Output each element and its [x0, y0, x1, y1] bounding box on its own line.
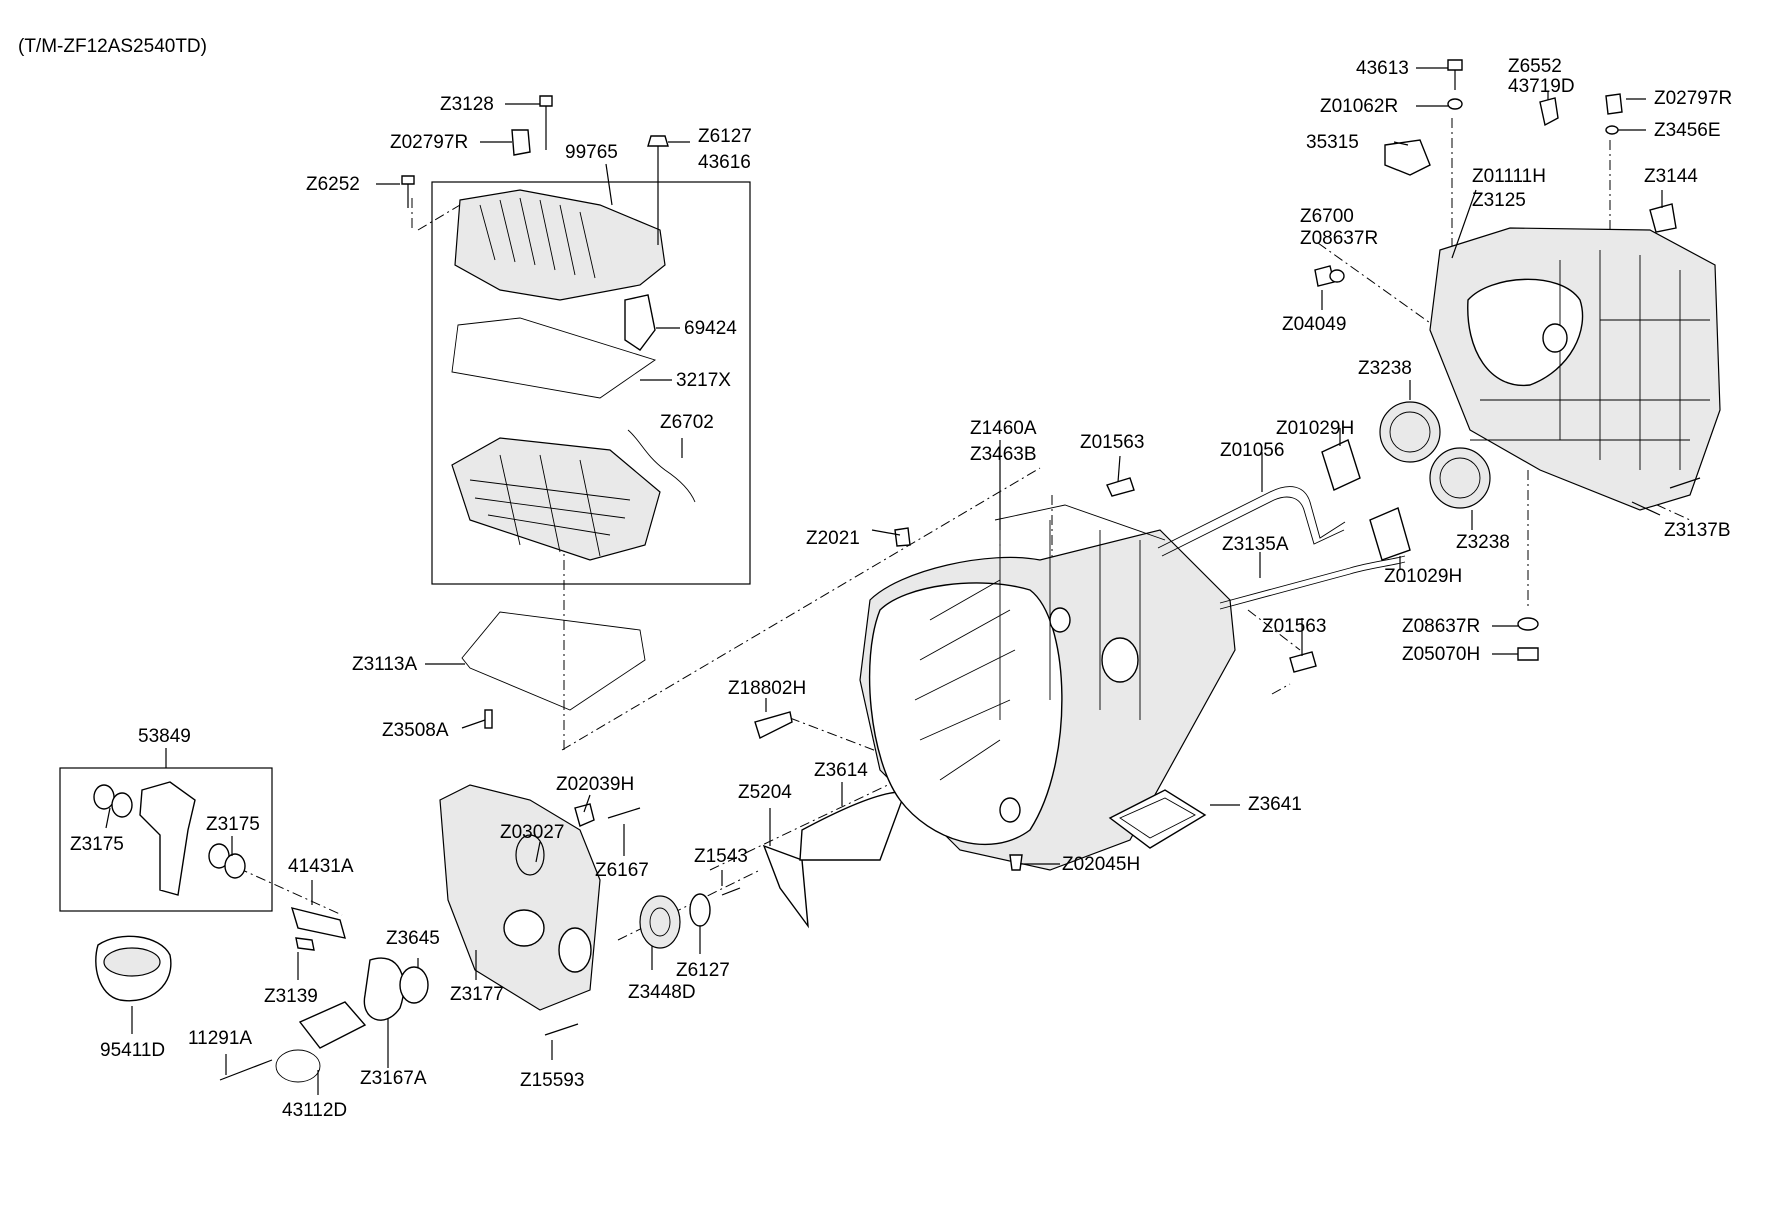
label-z3128: Z3128 [440, 94, 494, 115]
label-z3175-right: Z3175 [206, 814, 260, 835]
label-z3175-left: Z3175 [70, 834, 124, 855]
label-z6167: Z6167 [595, 860, 649, 881]
label-95411d: 95411D [100, 1040, 165, 1061]
label-z03027: Z03027 [500, 822, 564, 843]
label-z01563-mid: Z01563 [1262, 616, 1326, 637]
label-z15593: Z15593 [520, 1070, 584, 1091]
label-z5204: Z5204 [738, 782, 792, 803]
tube-z3614 [799, 791, 906, 861]
label-z3144: Z3144 [1644, 166, 1698, 187]
label-43112d: 43112D [282, 1100, 347, 1121]
label-43613: 43613 [1356, 58, 1409, 79]
label-z02045h: Z02045H [1062, 854, 1140, 875]
oil-pump [515, 834, 545, 876]
cover-z3641 [1108, 789, 1207, 849]
part-labels: Z3128 Z02797R 99765 Z6127 43616 Z6252 69… [70, 56, 1732, 1121]
label-z3125: Z3125 [1472, 190, 1526, 211]
pipes-and-pins [1106, 439, 1411, 673]
label-z1460a: Z1460A [970, 418, 1037, 439]
cover-z3167a [363, 957, 405, 1021]
label-z3135a: Z3135A [1222, 534, 1289, 555]
gasket-z5204 [762, 844, 809, 929]
wiring-harness [627, 429, 696, 503]
bush-z01029h-bottom [1369, 507, 1411, 561]
label-z01062r: Z01062R [1320, 96, 1398, 117]
label-53849: 53849 [138, 726, 191, 747]
label-3217x: 3217X [676, 370, 731, 391]
shift-fork-assembly [93, 781, 429, 1083]
label-35315: 35315 [1306, 132, 1359, 153]
sensor-z6552 [1539, 97, 1559, 127]
seal-z3448d [639, 895, 681, 949]
guide-sleeve-43112d [298, 1001, 367, 1049]
label-z02039h: Z02039H [556, 774, 634, 795]
label-z3238-bottom: Z3238 [1456, 532, 1510, 553]
label-41431a: 41431A [288, 856, 354, 877]
label-z05070h: Z05070H [1402, 644, 1480, 665]
label-z01029h-top: Z01029H [1276, 418, 1354, 439]
label-z3137b: Z3137B [1664, 520, 1731, 541]
label-z6702: Z6702 [660, 412, 714, 433]
label-z01029h-bottom: Z01029H [1384, 566, 1462, 587]
shaft-41431a [290, 907, 346, 939]
label-z3463b: Z3463B [970, 444, 1037, 465]
label-z6127-bottom: Z6127 [676, 960, 730, 981]
label-z01056: Z01056 [1220, 440, 1284, 461]
bracket-35315 [1384, 139, 1431, 176]
label-z04049: Z04049 [1282, 314, 1346, 335]
label-z3139: Z3139 [264, 986, 318, 1007]
valve-body-assembly [401, 95, 696, 729]
label-z1543: Z1543 [694, 846, 748, 867]
solenoid-valve [624, 294, 656, 351]
label-z01563-top: Z01563 [1080, 432, 1144, 453]
label-z3456e: Z3456E [1654, 120, 1721, 141]
label-z3645: Z3645 [386, 928, 440, 949]
label-z08637r-bottom: Z08637R [1402, 616, 1480, 637]
label-z3238-top: Z3238 [1358, 358, 1412, 379]
label-z3508a: Z3508A [382, 720, 449, 741]
transmission-housing [859, 504, 1236, 871]
label-43719d: 43719D [1508, 76, 1575, 97]
bush-z01029h-top [1321, 439, 1361, 491]
label-43616: 43616 [698, 152, 751, 173]
oil-pan-gasket [461, 611, 646, 711]
label-z3167a: Z3167A [360, 1068, 427, 1089]
valve-body-group-box [431, 181, 751, 585]
model-code-title: (T/M-ZF12AS2540TD) [18, 36, 207, 57]
leader-lines [105, 67, 1663, 1095]
label-z2021: Z2021 [806, 528, 860, 549]
label-z3448d: Z3448D [628, 982, 696, 1003]
rear-housing [1314, 59, 1721, 661]
label-z02797r-left: Z02797R [390, 132, 468, 153]
gears [1379, 401, 1491, 509]
bush-z3144 [1649, 203, 1677, 233]
label-z08637r-top: Z08637R [1300, 228, 1378, 249]
label-z6552: Z6552 [1508, 56, 1562, 77]
label-z3113a: Z3113A [352, 654, 417, 675]
label-z02797r-right: Z02797R [1654, 88, 1732, 109]
label-z3177: Z3177 [450, 984, 504, 1005]
label-z3641: Z3641 [1248, 794, 1302, 815]
label-69424: 69424 [684, 318, 737, 339]
clutch-cover-assembly [439, 711, 906, 1036]
label-z6700: Z6700 [1300, 206, 1354, 227]
label-z6252: Z6252 [306, 174, 360, 195]
label-z3614: Z3614 [814, 760, 868, 781]
breather-z18802h [754, 711, 793, 739]
label-z6127-top: Z6127 [698, 126, 752, 147]
label-11291a: 11291A [188, 1028, 252, 1049]
label-99765: 99765 [565, 142, 618, 163]
label-z01111h: Z01111H [1472, 166, 1546, 187]
label-z18802h: Z18802H [728, 678, 806, 699]
gasket-3217x [451, 317, 657, 399]
